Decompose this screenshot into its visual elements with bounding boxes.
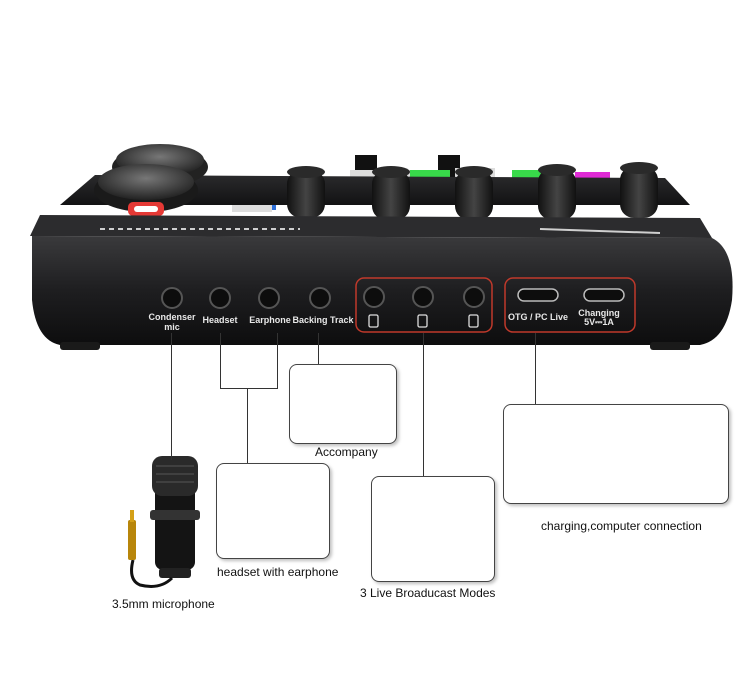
connector-broadcast xyxy=(423,333,424,476)
broadcast-jacks-highlight xyxy=(355,277,493,333)
caption-accompany: Accompany xyxy=(315,445,378,459)
front-bevel xyxy=(30,215,712,238)
port-label-otg-pc-live: OTG / PC Live xyxy=(507,312,568,322)
port-label-earphone: Earphone xyxy=(249,315,291,325)
charging-box xyxy=(503,404,729,504)
phone-jacks xyxy=(363,286,485,328)
audio-jacks xyxy=(161,287,331,309)
connector-usb xyxy=(535,333,536,406)
port-label-changing: Changing xyxy=(578,308,620,318)
connector-headset-down xyxy=(247,388,248,464)
headset-box xyxy=(216,463,330,559)
port-label-headset: Headset xyxy=(202,315,238,325)
port-label-changing-spec: 5V⎓1A xyxy=(584,317,614,327)
vent-stripes xyxy=(100,228,661,234)
caption-charging: charging,computer connection xyxy=(541,519,702,533)
accompany-box xyxy=(289,364,397,444)
connector-backing-track xyxy=(318,333,319,365)
control-knobs xyxy=(287,162,658,220)
connector-mic xyxy=(171,333,172,460)
broadcast-box xyxy=(371,476,495,582)
port-label-condenser-mic: Condenser mic xyxy=(148,312,196,332)
condenser-microphone-image xyxy=(128,456,200,588)
volume-knob-large xyxy=(94,144,208,216)
caption-headset: headset with earphone xyxy=(217,565,339,579)
caption-broadcast: 3 Live Broaducast Modes xyxy=(360,586,496,600)
connector-earphone xyxy=(277,333,278,388)
usb-c-ports xyxy=(517,288,625,302)
connector-headset-join xyxy=(220,388,278,389)
usb-ports-highlight xyxy=(504,277,636,333)
port-label-backing-track: Backing Track xyxy=(292,315,354,325)
connector-headset xyxy=(220,333,221,388)
caption-microphone: 3.5mm microphone xyxy=(112,597,215,611)
